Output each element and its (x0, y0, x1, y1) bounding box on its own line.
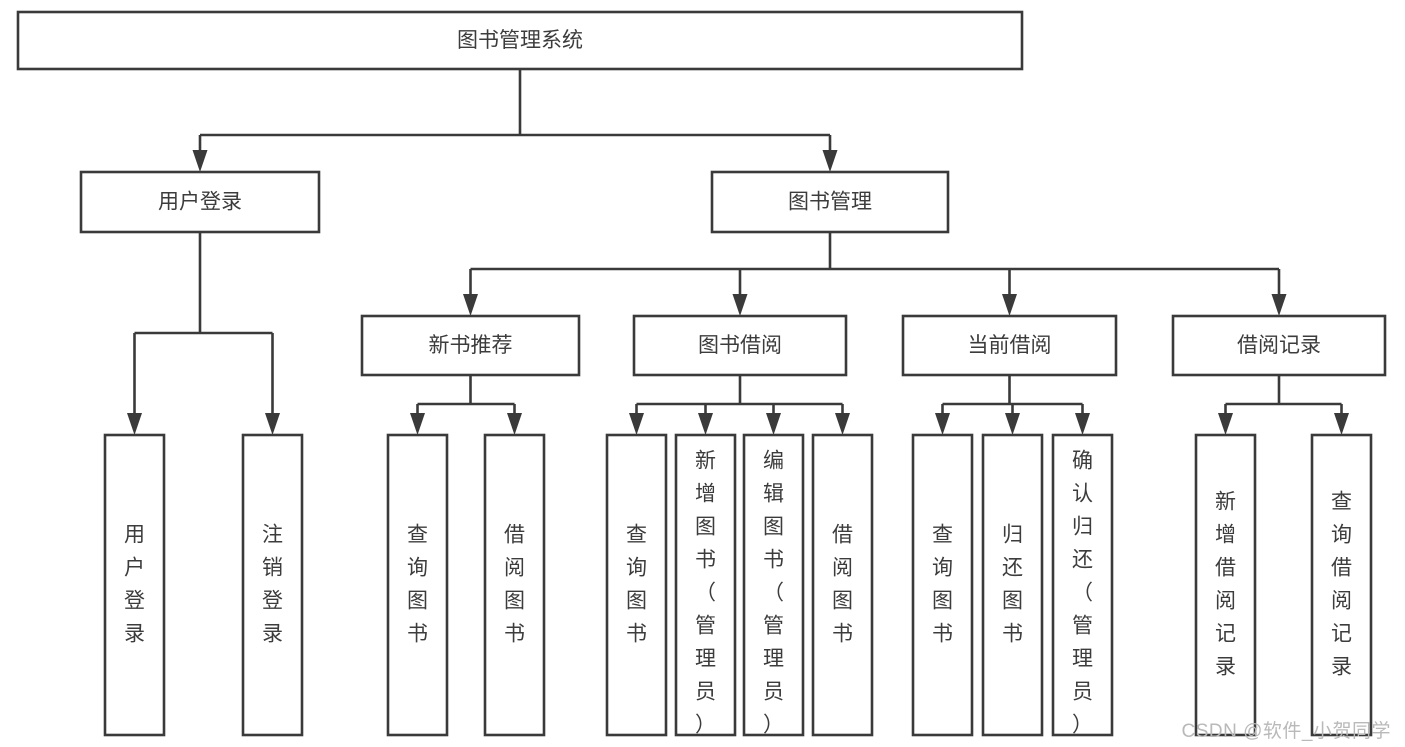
node-leaf-add-book[interactable]: 新增图书（管理员） (674, 433, 737, 737)
edge-group-newbook-to-leaves (410, 375, 522, 435)
node-current-borrow[interactable]: 当前借阅 (901, 314, 1118, 377)
arrow-head-icon (192, 150, 208, 172)
arrow-head-icon (698, 413, 713, 435)
arrow-head-icon (1271, 294, 1287, 316)
node-leaf-query-book-cb[interactable]: 查询图书 (911, 433, 974, 737)
edge-group-booklogin-to-leaves (127, 232, 280, 435)
node-leaf-borrow-book-rec[interactable]: 借阅图书 (483, 433, 546, 737)
connector-layer (127, 69, 1349, 435)
node-book-manage[interactable]: 图书管理 (710, 170, 950, 234)
edge-group-currentborrow-to-leaves (935, 375, 1090, 435)
node-label: 借阅记录 (1237, 334, 1321, 357)
node-box[interactable] (605, 433, 668, 737)
node-label: 用户登录 (124, 523, 145, 645)
node-box[interactable] (360, 314, 581, 377)
node-label: 新书推荐 (429, 334, 513, 357)
edge-group-root-to-level1 (192, 69, 838, 172)
node-label: 查询借阅记录 (1331, 490, 1352, 678)
node-leaf-return-book[interactable]: 归还图书 (981, 433, 1044, 737)
node-label: 新增图书（管理员） (695, 449, 716, 736)
node-leaf-query-book-br[interactable]: 查询图书 (605, 433, 668, 737)
arrow-head-icon (1075, 413, 1090, 435)
arrow-head-icon (629, 413, 644, 435)
node-box[interactable] (742, 433, 805, 737)
arrow-head-icon (732, 294, 748, 316)
node-borrow-record[interactable]: 借阅记录 (1171, 314, 1387, 377)
node-box[interactable] (710, 170, 950, 234)
node-leaf-logout[interactable]: 注销登录 (241, 433, 304, 737)
node-box[interactable] (386, 433, 449, 737)
node-box[interactable] (103, 433, 166, 737)
arrow-head-icon (265, 413, 280, 435)
arrow-head-icon (1005, 413, 1020, 435)
node-leaf-add-record[interactable]: 新增借阅记录 (1194, 433, 1257, 737)
arrow-head-icon (835, 413, 850, 435)
node-leaf-confirm-return[interactable]: 确认归还（管理员） (1051, 433, 1114, 737)
node-leaf-borrow-book-br[interactable]: 借阅图书 (811, 433, 874, 737)
node-label: 借阅图书 (504, 523, 525, 645)
node-box[interactable] (632, 314, 848, 377)
arrow-head-icon (1002, 294, 1017, 316)
node-box[interactable] (16, 10, 1024, 71)
node-label: 归还图书 (1002, 523, 1023, 645)
node-root[interactable]: 图书管理系统 (16, 10, 1024, 71)
node-label: 图书管理 (788, 191, 872, 214)
edge-group-bookborrow-to-leaves (629, 375, 850, 435)
node-leaf-user-login[interactable]: 用户登录 (103, 433, 166, 737)
edge-group-bookmanage-to-level2 (463, 232, 1287, 316)
node-layer: 图书管理系统用户登录图书管理新书推荐图书借阅当前借阅借阅记录用户登录注销登录查询… (16, 10, 1387, 737)
node-box[interactable] (674, 433, 737, 737)
arrow-head-icon (463, 294, 478, 316)
node-label: 查询图书 (407, 523, 428, 645)
node-box[interactable] (901, 314, 1118, 377)
node-box[interactable] (1171, 314, 1387, 377)
node-label: 编辑图书（管理员） (763, 449, 784, 736)
node-label: 注销登录 (262, 523, 283, 645)
edge-group-borrowrecord-to-leaves (1218, 375, 1349, 435)
node-label: 借阅图书 (832, 523, 853, 645)
node-box[interactable] (241, 433, 304, 737)
node-box[interactable] (981, 433, 1044, 737)
node-box[interactable] (1194, 433, 1257, 737)
node-label: 当前借阅 (968, 334, 1052, 357)
node-label: 图书借阅 (698, 334, 782, 357)
arrow-head-icon (507, 413, 522, 435)
node-box[interactable] (483, 433, 546, 737)
node-label: 用户登录 (158, 191, 242, 214)
node-new-book-rec[interactable]: 新书推荐 (360, 314, 581, 377)
node-book-borrow[interactable]: 图书借阅 (632, 314, 848, 377)
node-box[interactable] (1310, 433, 1373, 737)
node-label: 图书管理系统 (457, 29, 583, 52)
node-leaf-query-record[interactable]: 查询借阅记录 (1310, 433, 1373, 737)
node-leaf-query-book-rec[interactable]: 查询图书 (386, 433, 449, 737)
node-user-login[interactable]: 用户登录 (79, 170, 321, 234)
node-box[interactable] (811, 433, 874, 737)
node-box[interactable] (79, 170, 321, 234)
node-label: 查询图书 (932, 523, 953, 645)
arrow-head-icon (1334, 413, 1349, 435)
arrow-head-icon (127, 413, 142, 435)
arrow-head-icon (822, 150, 838, 172)
arrow-head-icon (1218, 413, 1233, 435)
node-box[interactable] (1051, 433, 1114, 737)
arrow-head-icon (410, 413, 425, 435)
node-box[interactable] (911, 433, 974, 737)
node-label: 确认归还（管理员） (1072, 449, 1093, 736)
arrow-head-icon (935, 413, 950, 435)
node-label: 新增借阅记录 (1215, 490, 1236, 678)
node-label: 查询图书 (626, 523, 647, 645)
arrow-head-icon (766, 413, 781, 435)
node-leaf-edit-book[interactable]: 编辑图书（管理员） (742, 433, 805, 737)
